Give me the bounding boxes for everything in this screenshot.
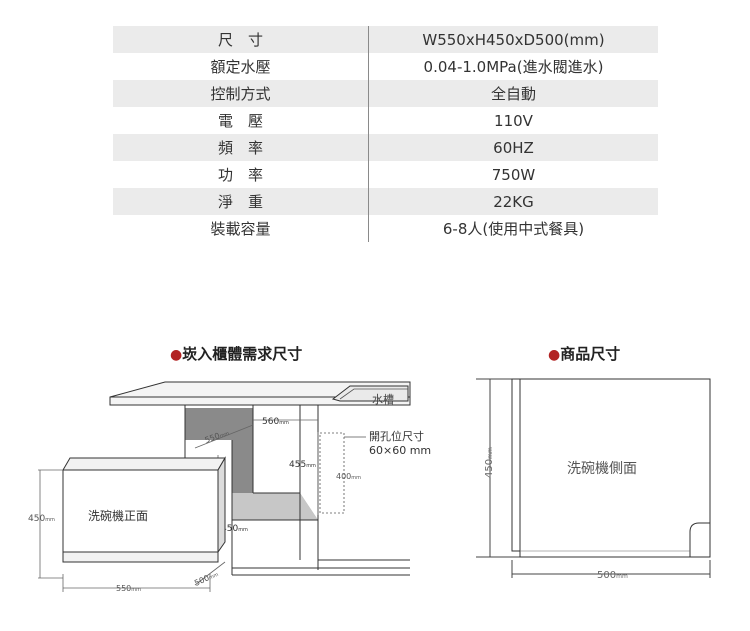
hole-size: 60×60 mm — [369, 444, 431, 457]
dim-550-bottom-label: 550mm — [116, 584, 141, 593]
spec-value: 110V — [494, 111, 533, 130]
spec-value: 0.04-1.0MPa(進水閥進水) — [423, 58, 604, 76]
product-size-title: ●商品尺寸 — [548, 345, 621, 363]
spec-row: 控制方式全自動 — [113, 80, 658, 107]
spec-label: 功 率 — [113, 161, 369, 188]
spec-row: 電 壓 110V — [113, 107, 658, 134]
spec-label: 電 壓 — [113, 107, 369, 134]
dim-455-label: 455mm — [289, 460, 316, 470]
spec-value: W550xH450xD500(mm) — [368, 26, 658, 53]
spec-row: 裝載容量 6-8人(使用中式餐具) — [113, 215, 658, 242]
dim-450-left-label: 450mm — [28, 514, 55, 524]
hole-label: 開孔位尺寸 — [369, 429, 424, 443]
spec-value: 60HZ — [368, 134, 658, 161]
spec-value: 22KG — [368, 188, 658, 215]
spec-label: 尺 寸 — [113, 26, 369, 53]
spec-value: 全自動 — [368, 80, 658, 107]
bullet-dot-icon: ● — [548, 347, 561, 363]
spec-row: 功 率 750W — [113, 161, 658, 188]
spec-label: 頻 率 — [113, 134, 369, 161]
embed-cabinet-title: ●崁入櫃體需求尺寸 — [170, 345, 303, 363]
spec-value: 6-8人(使用中式餐具) — [442, 220, 585, 238]
sink-label: 水槽 — [372, 393, 394, 406]
spec-label: 額定水壓 — [113, 53, 369, 80]
dim-400-label: 400mm — [336, 472, 361, 481]
dim-depth-label: 500mm — [597, 570, 628, 581]
bullet-dot-icon: ● — [170, 347, 183, 363]
side-label: 洗碗機側面 — [567, 461, 637, 477]
spec-row: 額定水壓 0.04-1.0MPa(進水閥進水) — [113, 53, 658, 80]
dim-560-label: 560mm — [262, 417, 289, 427]
dim-450-right-label: 450mm — [221, 524, 248, 534]
front-label: 洗碗機正面 — [88, 508, 148, 523]
spec-value: 750W — [491, 165, 536, 184]
spec-label: 裝載容量 — [113, 215, 369, 242]
spec-label: 淨 重 — [113, 188, 369, 215]
dim-height-label: 450mm — [484, 447, 495, 478]
spec-label: 控制方式 — [113, 80, 369, 107]
